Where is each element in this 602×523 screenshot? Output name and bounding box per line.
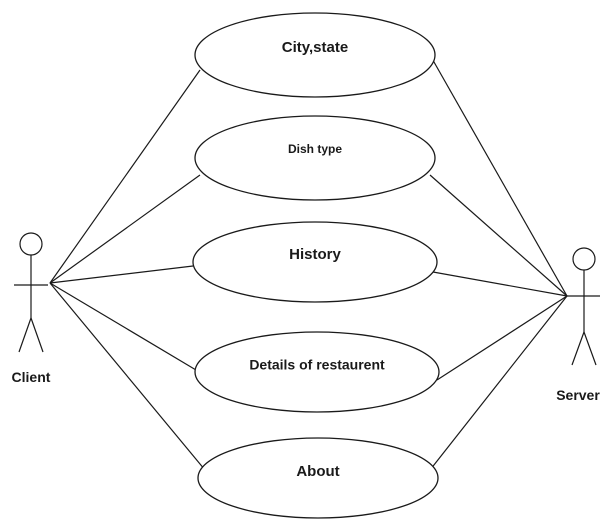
use-case-label: Dish type xyxy=(288,142,342,156)
stick-figure-icon xyxy=(567,247,600,366)
use-case-label: History xyxy=(289,246,341,263)
association-server-city-state xyxy=(429,54,568,297)
association-server-history xyxy=(432,271,568,297)
use-case-label: About xyxy=(296,463,339,480)
use-case-history: History xyxy=(192,221,438,303)
use-case-dish-type: Dish type xyxy=(194,115,436,201)
use-case-ellipse xyxy=(194,331,440,413)
actor-label: Server xyxy=(556,387,600,403)
association-server-dish-type xyxy=(429,174,568,297)
association-client-details-of-restaurent xyxy=(49,282,197,371)
actor-server: Server xyxy=(556,247,600,403)
use-case-ellipse xyxy=(194,12,436,98)
association-server-about xyxy=(429,295,568,471)
actor-client: Client xyxy=(12,232,51,385)
actor-label: Client xyxy=(12,369,51,385)
association-server-details-of-restaurent xyxy=(436,295,568,381)
association-client-history xyxy=(49,265,194,284)
stick-figure-icon xyxy=(14,232,48,353)
use-case-ellipse xyxy=(192,221,438,303)
use-case-label: City,state xyxy=(282,39,348,56)
association-client-dish-type xyxy=(49,174,201,284)
association-lines xyxy=(49,54,568,471)
use-case-details-of-restaurent: Details of restaurent xyxy=(194,331,440,413)
use-case-city-state: City,state xyxy=(194,12,436,98)
use-case-ellipse xyxy=(197,437,439,519)
association-client-city-state xyxy=(49,69,201,284)
use-case-label: Details of restaurent xyxy=(249,357,385,373)
use-case-about: About xyxy=(197,437,439,519)
use-case-ellipse xyxy=(194,115,436,201)
association-client-about xyxy=(49,282,206,471)
